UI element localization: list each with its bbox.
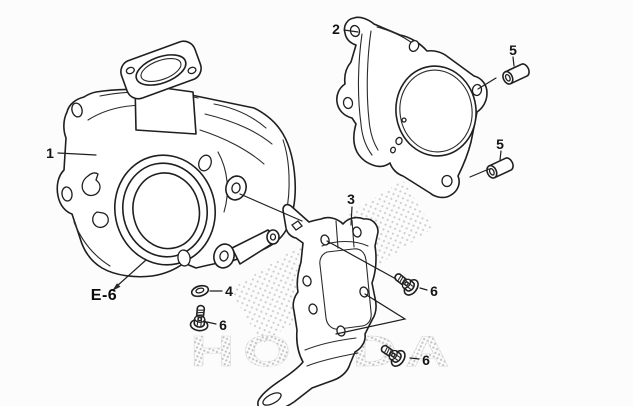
bracket-hinge-line [304,337,357,351]
assembly-line-pin-upper [477,77,497,90]
bracket-hole [308,303,318,315]
leader-2 [343,29,359,33]
gasket-bore-outer [395,65,477,157]
callout-label-5-upper: 5 [509,42,517,58]
cylinder-flange-hole [71,102,83,118]
callout-label-3: 3 [347,191,355,207]
bracket-hole [352,226,362,238]
reference-arrow-line [116,259,147,287]
hanger-boss-end-hole [269,233,277,241]
assembly-line-bracket-tab [239,193,303,222]
gasket-bolt-hole [471,83,483,97]
part-cylinder [56,40,297,278]
bracket-hinge-line [306,352,359,367]
gasket-small-hole [395,136,403,146]
assembly-line-pin-lower [469,168,490,178]
leader-6-lower-right [409,357,420,360]
cylinder-cutout [81,172,101,197]
leader-lines [57,29,515,360]
callout-label-2: 2 [332,21,340,37]
bracket-hole [320,234,330,246]
part-hanger-bracket [257,203,379,406]
intake-flange [120,40,202,100]
intake-flange-hole [125,66,135,75]
part-dowel-pin-upper [500,61,532,87]
callout-label-6-upper-right: 6 [430,283,438,299]
gasket-bolt-hole [408,40,420,52]
bore-ring-inner [132,172,201,250]
intake-port-inner [140,57,182,83]
callout-label-6-lower-right: 6 [422,352,430,368]
callout-label-1: 1 [46,145,54,161]
leader-6-upper-right [419,287,428,291]
cylinder-barrel-ring [217,151,228,213]
cylinder-flange-hole [61,186,73,202]
assembly-line-bolt-upper [326,240,397,280]
assembly-line-bolt-lower [335,293,407,335]
bracket-bend-line [335,220,339,249]
bracket-inner-panel [319,248,372,330]
leader-3 [350,206,353,226]
hanger-boss-lower-hole [219,250,229,262]
callout-label-4: 4 [225,283,233,299]
callout-label-5-lower: 5 [496,136,504,152]
intake-neck [134,83,197,135]
cylinder-bore [113,154,217,266]
gasket-small-hole [401,117,407,123]
part-bolt-upper-right [389,267,422,299]
leader-5-lower [499,150,502,161]
washer-hole [195,287,205,294]
reference-arrowhead [112,283,121,291]
gasket-bore-inner [399,69,473,153]
leader-5-upper [512,56,515,67]
cylinder-cutout [92,211,109,229]
gasket-inner-line [366,30,379,151]
gasket-small-hole [389,146,397,154]
cylinder-flange-hole [177,249,191,267]
leader-1 [57,152,97,156]
cylinder-flange-inner-line [73,221,111,267]
cylinder-casting-line [204,113,273,145]
cylinder-flange-hole [198,154,212,172]
leader-6-left [206,321,217,325]
cylinder-casting-line [199,129,265,165]
intake-flange-hole [187,66,197,75]
part-washer [190,284,210,298]
bracket-tab-hole [291,220,303,231]
hanger-boss-upper-hole [231,182,241,194]
gasket-inner-line [357,33,373,156]
callout-label-6-left: 6 [219,317,227,333]
gasket-bolt-hole [342,96,354,110]
bracket-hole [302,275,312,287]
cylinder-top-face-line [213,103,267,129]
washer-lip [192,294,200,297]
gasket-bolt-hole [441,174,453,188]
bracket-outline [257,203,379,406]
intake-port-outer [135,54,187,86]
part-bolt-left [189,303,211,333]
part-head-gasket [336,16,488,199]
bracket-arm-slot [262,392,282,406]
reference-label: E-6 [91,287,117,304]
